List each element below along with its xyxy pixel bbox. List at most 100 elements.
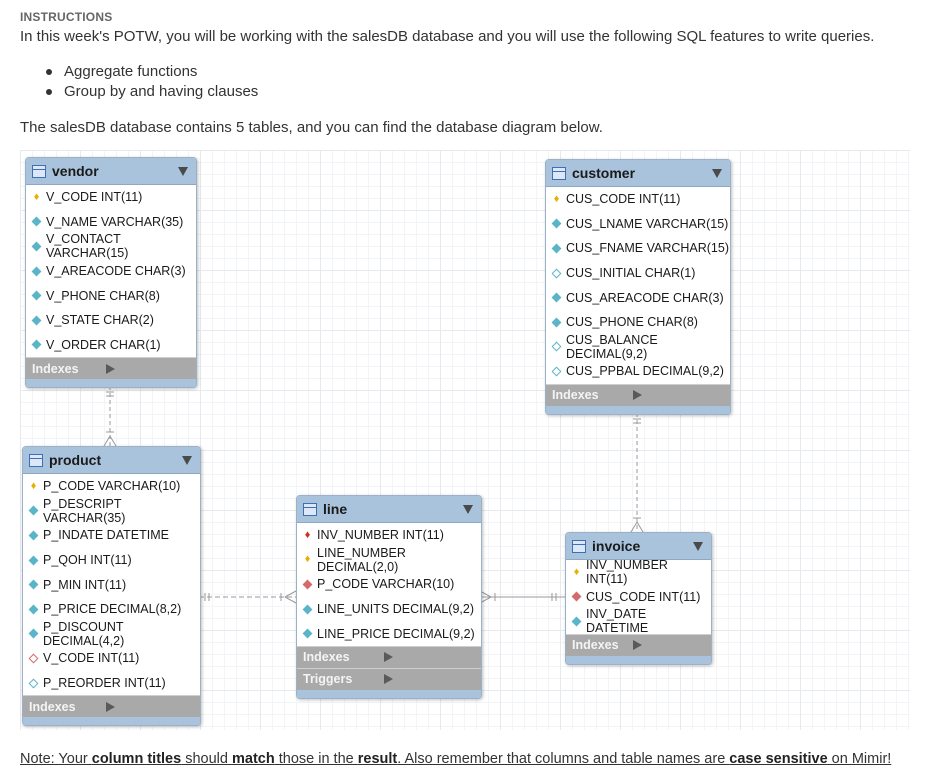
table-icon [303, 502, 317, 516]
key-icon: ♦ [304, 553, 311, 566]
table-product[interactable]: product ♦P_CODE VARCHAR(10) P_DESCRIPT V… [22, 446, 201, 727]
column-row[interactable]: ♦V_CODE INT(11) [26, 185, 196, 210]
column-row[interactable]: CUS_PHONE CHAR(8) [546, 310, 730, 335]
table-header[interactable]: invoice [566, 533, 711, 560]
expand-icon[interactable] [106, 701, 192, 712]
table-title: customer [572, 165, 636, 181]
column-row[interactable]: CUS_LNAME VARCHAR(15) [546, 212, 730, 237]
indexes-label: Indexes [303, 650, 350, 665]
column-row[interactable]: CUS_INITIAL CHAR(1) [546, 261, 730, 286]
expand-icon[interactable] [383, 652, 474, 663]
key-icon: ♦ [33, 190, 40, 203]
diamond-red-icon [571, 591, 582, 602]
column-row[interactable]: P_MIN INT(11) [23, 572, 200, 597]
diamond-hollow-icon [551, 341, 562, 352]
column-row[interactable]: P_CODE VARCHAR(10) [297, 572, 481, 597]
column-row[interactable]: LINE_UNITS DECIMAL(9,2) [297, 597, 481, 622]
column-list: ♦V_CODE INT(11) V_NAME VARCHAR(35) V_CON… [26, 185, 196, 358]
collapse-icon[interactable] [693, 541, 703, 551]
table-icon [32, 164, 46, 178]
expand-icon[interactable] [383, 674, 474, 685]
triggers-section[interactable]: Triggers [297, 667, 481, 690]
collapse-icon[interactable] [178, 166, 188, 176]
column-label: CUS_BALANCE DECIMAL(9,2) [566, 332, 658, 361]
column-label: V_STATE CHAR(2) [46, 313, 154, 328]
column-row[interactable]: CUS_AREACODE CHAR(3) [546, 285, 730, 310]
column-row[interactable]: P_REORDER INT(11) [23, 671, 200, 696]
column-row[interactable]: LINE_PRICE DECIMAL(9,2) [297, 621, 481, 646]
column-label: INV_DATE DATETIME [586, 607, 649, 636]
note-emphasis: match [231, 751, 275, 767]
column-row[interactable]: ♦CUS_CODE INT(11) [546, 187, 730, 212]
collapse-icon[interactable] [463, 504, 473, 514]
column-row[interactable]: ♦ LINE_NUMBER DECIMAL(2,0) [297, 545, 481, 574]
collapse-icon[interactable] [712, 168, 722, 178]
column-row[interactable]: P_QOH INT(11) [23, 548, 200, 573]
column-row[interactable]: INV_DATE DATETIME [566, 607, 711, 636]
note-part: should [181, 751, 232, 767]
column-label: CUS_LNAME VARCHAR(15) [566, 216, 729, 231]
collapse-icon[interactable] [182, 455, 192, 465]
column-label: P_QOH INT(11) [43, 553, 132, 568]
column-row[interactable]: ♦INV_NUMBER INT(11) [297, 523, 481, 548]
column-label: LINE_UNITS DECIMAL(9,2) [317, 602, 474, 617]
table-vendor[interactable]: vendor ♦V_CODE INT(11) V_NAME VARCHAR(35… [25, 157, 197, 389]
column-row[interactable]: P_PRICE DECIMAL(8,2) [23, 597, 200, 622]
diamond-red-hollow-icon [28, 653, 39, 664]
note-part: Note: Your [20, 751, 92, 767]
column-row[interactable]: P_DISCOUNT DECIMAL(4,2) [23, 620, 200, 648]
column-row[interactable]: P_INDATE DATETIME [23, 523, 200, 548]
table-header[interactable]: line [297, 496, 481, 523]
column-row[interactable]: V_ORDER CHAR(1) [26, 333, 196, 358]
note-emphasis: column titles [91, 751, 182, 767]
expand-icon[interactable] [633, 640, 703, 651]
diamond-hollow-icon [28, 678, 39, 689]
column-row[interactable]: CUS_BALANCE DECIMAL(9,2) [546, 332, 730, 361]
table-header[interactable]: customer [546, 160, 730, 187]
table-header[interactable]: vendor [26, 158, 196, 185]
column-label: CUS_AREACODE CHAR(3) [566, 290, 724, 305]
table-customer[interactable]: customer ♦CUS_CODE INT(11) CUS_LNAME VAR… [545, 159, 731, 415]
column-row[interactable]: V_PHONE CHAR(8) [26, 283, 196, 308]
column-row[interactable]: CUS_FNAME VARCHAR(15) [546, 236, 730, 261]
table-icon [552, 166, 566, 180]
diamond-hollow-icon [302, 628, 313, 639]
column-row[interactable]: V_CONTACT VARCHAR(15) [26, 232, 196, 260]
column-row[interactable]: ♦P_CODE VARCHAR(10) [23, 474, 200, 499]
indexes-section[interactable]: Indexes [546, 383, 730, 406]
column-label: P_REORDER INT(11) [43, 676, 166, 691]
table-header[interactable]: product [23, 447, 200, 474]
column-row[interactable]: V_CODE INT(11) [23, 646, 200, 671]
list-item: Group by and having clauses [46, 82, 258, 102]
column-label: P_CODE VARCHAR(10) [317, 577, 455, 592]
indexes-section[interactable]: Indexes [566, 633, 711, 656]
key-icon: ♦ [553, 192, 560, 205]
column-row[interactable]: CUS_PPBAL DECIMAL(9,2) [546, 359, 730, 384]
column-row[interactable]: P_DESCRIPT VARCHAR(35) [23, 497, 200, 525]
diamond-filled-icon [28, 628, 39, 639]
list-item: Aggregate functions [46, 62, 258, 82]
column-row[interactable]: ♦INV_NUMBER INT(11) [566, 558, 711, 586]
column-row[interactable]: CUS_CODE INT(11) [566, 585, 711, 610]
table-invoice[interactable]: invoice ♦INV_NUMBER INT(11) CUS_CODE INT… [565, 532, 712, 665]
indexes-section[interactable]: Indexes [297, 645, 481, 668]
expand-icon[interactable] [105, 363, 189, 374]
table-line[interactable]: line ♦INV_NUMBER INT(11) ♦ LINE_NUMBER DE… [296, 495, 482, 699]
column-list: ♦CUS_CODE INT(11) CUS_LNAME VARCHAR(15) … [546, 187, 730, 384]
column-row[interactable]: V_STATE CHAR(2) [26, 308, 196, 333]
column-label: V_CODE INT(11) [43, 651, 140, 666]
column-row[interactable]: V_AREACODE CHAR(3) [26, 259, 196, 284]
column-label: V_AREACODE CHAR(3) [46, 264, 186, 279]
table-title: vendor [52, 163, 99, 179]
indexes-section[interactable]: Indexes [23, 695, 200, 718]
expand-icon[interactable] [632, 390, 723, 401]
column-label: V_PHONE CHAR(8) [46, 288, 160, 303]
diamond-filled-icon [31, 339, 42, 350]
column-row[interactable]: V_NAME VARCHAR(35) [26, 210, 196, 235]
column-label: CUS_FNAME VARCHAR(15) [566, 241, 729, 256]
indexes-label: Indexes [552, 388, 599, 403]
column-label: LINE_NUMBER DECIMAL(2,0) [317, 545, 406, 574]
indexes-section[interactable]: Indexes [26, 357, 196, 380]
table-icon [29, 453, 43, 467]
diamond-filled-icon [551, 292, 562, 303]
